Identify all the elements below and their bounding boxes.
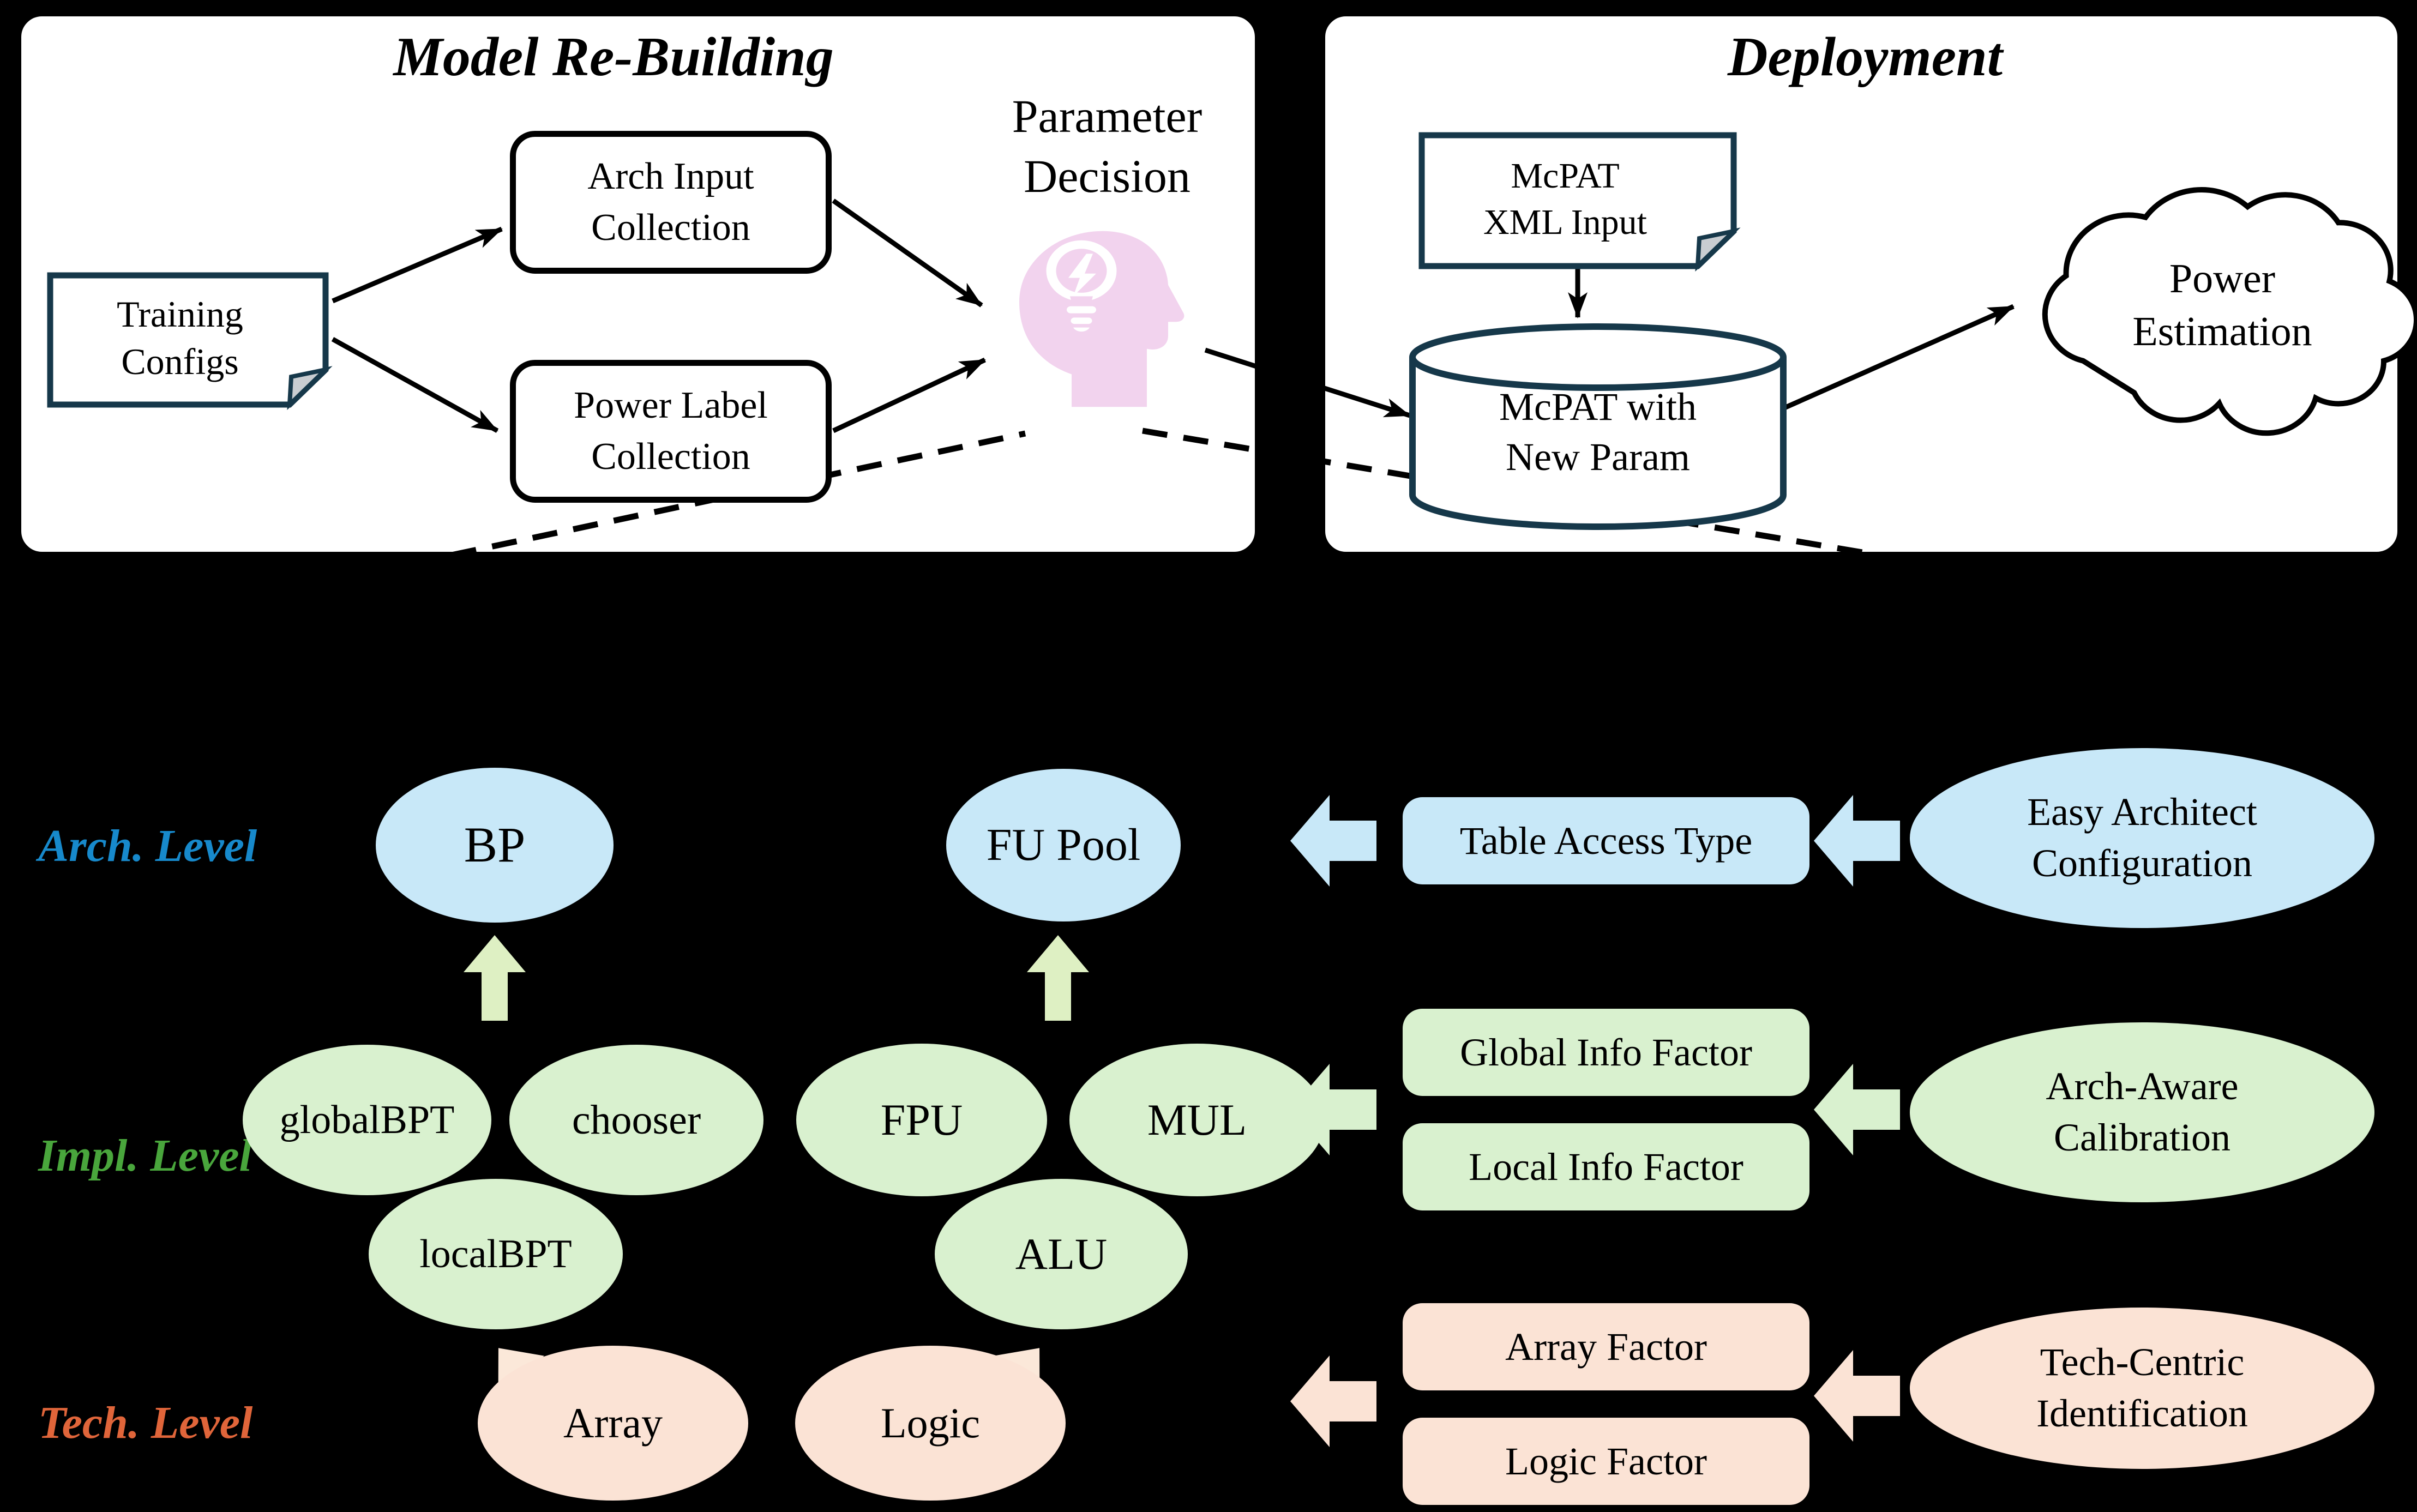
left-arrow-easyarch-to-tabletype bbox=[1814, 795, 1900, 887]
training-configs-label: Training Configs bbox=[117, 293, 243, 382]
local-info-factor-box: Local Info Factor bbox=[1403, 1123, 1809, 1210]
node-mul: MUL bbox=[1069, 1044, 1325, 1196]
node-bp: BP bbox=[376, 768, 614, 923]
lightning-bolt-icon bbox=[1068, 254, 1096, 297]
node-fu-pool: FU Pool bbox=[946, 769, 1181, 921]
power-label-collection-box: Power Label Collection bbox=[510, 360, 832, 503]
arch-input-collection-box: Arch Input Collection bbox=[510, 131, 832, 274]
tech-level-label: Tech. Level bbox=[38, 1397, 253, 1449]
arrow-archinput-to-decision bbox=[832, 198, 983, 308]
logic-factor-box: Logic Factor bbox=[1403, 1418, 1809, 1505]
arrow-decision-to-mcpat bbox=[1204, 347, 1411, 418]
node-fpu: FPU bbox=[796, 1044, 1047, 1196]
arrow-configs-to-archinput bbox=[332, 226, 503, 304]
parameter-decision-label: Parameter Decision bbox=[1012, 89, 1203, 202]
table-access-type-box: Table Access Type bbox=[1403, 797, 1809, 884]
arrow-db-to-cloud bbox=[1783, 304, 2015, 411]
up-arrow-to-bp bbox=[464, 935, 526, 1021]
callout-dashed-right bbox=[1142, 427, 1934, 568]
title-model-rebuilding: Model Re-Building bbox=[393, 26, 834, 88]
mcpat-xml-doc bbox=[1418, 132, 1741, 272]
doc-fold-icon bbox=[287, 366, 333, 411]
easy-architect-configuration-ellipse: Easy Architect Configuration bbox=[1910, 748, 2374, 928]
left-arrow-identification-to-factor bbox=[1814, 1350, 1900, 1442]
title-deployment: Deployment bbox=[1727, 26, 2003, 88]
arrow-configs-to-powerlabel bbox=[331, 337, 499, 433]
mcpat-db-cylinder bbox=[1409, 323, 1787, 530]
node-globalbpt: globalBPT bbox=[243, 1045, 491, 1195]
node-alu: ALU bbox=[935, 1179, 1188, 1329]
node-array: Array bbox=[478, 1346, 748, 1501]
arch-level-label: Arch. Level bbox=[38, 821, 257, 872]
left-arrow-tabletype-to-fupool bbox=[1290, 795, 1376, 887]
left-arrow-factor-to-tech bbox=[1290, 1356, 1376, 1447]
mcpat-db-label: McPAT with New Param bbox=[1499, 384, 1697, 479]
node-localbpt: localBPT bbox=[369, 1179, 623, 1329]
tech-centric-identification-ellipse: Tech-Centric Identification bbox=[1910, 1308, 2374, 1469]
node-logic: Logic bbox=[795, 1346, 1066, 1501]
doc-fold-icon bbox=[1695, 227, 1741, 272]
impl-level-label: Impl. Level bbox=[38, 1130, 252, 1182]
arrow-powerlabel-to-decision bbox=[832, 357, 986, 433]
training-configs-doc bbox=[47, 272, 333, 411]
mcpat-xml-input-label: McPAT XML Input bbox=[1483, 156, 1648, 242]
node-chooser: chooser bbox=[509, 1045, 763, 1195]
up-arrow-to-fupool bbox=[1027, 935, 1089, 1021]
left-arrow-calibration-to-infofactor bbox=[1814, 1064, 1900, 1155]
global-info-factor-box: Global Info Factor bbox=[1403, 1009, 1809, 1096]
power-estimation-cloud bbox=[2045, 190, 2416, 433]
thinking-head-lightbulb-icon bbox=[1019, 231, 1185, 407]
array-factor-box: Array Factor bbox=[1403, 1303, 1809, 1390]
arch-aware-calibration-ellipse: Arch-Aware Calibration bbox=[1910, 1022, 2374, 1202]
power-estimation-label: Power Estimation bbox=[2132, 255, 2312, 354]
